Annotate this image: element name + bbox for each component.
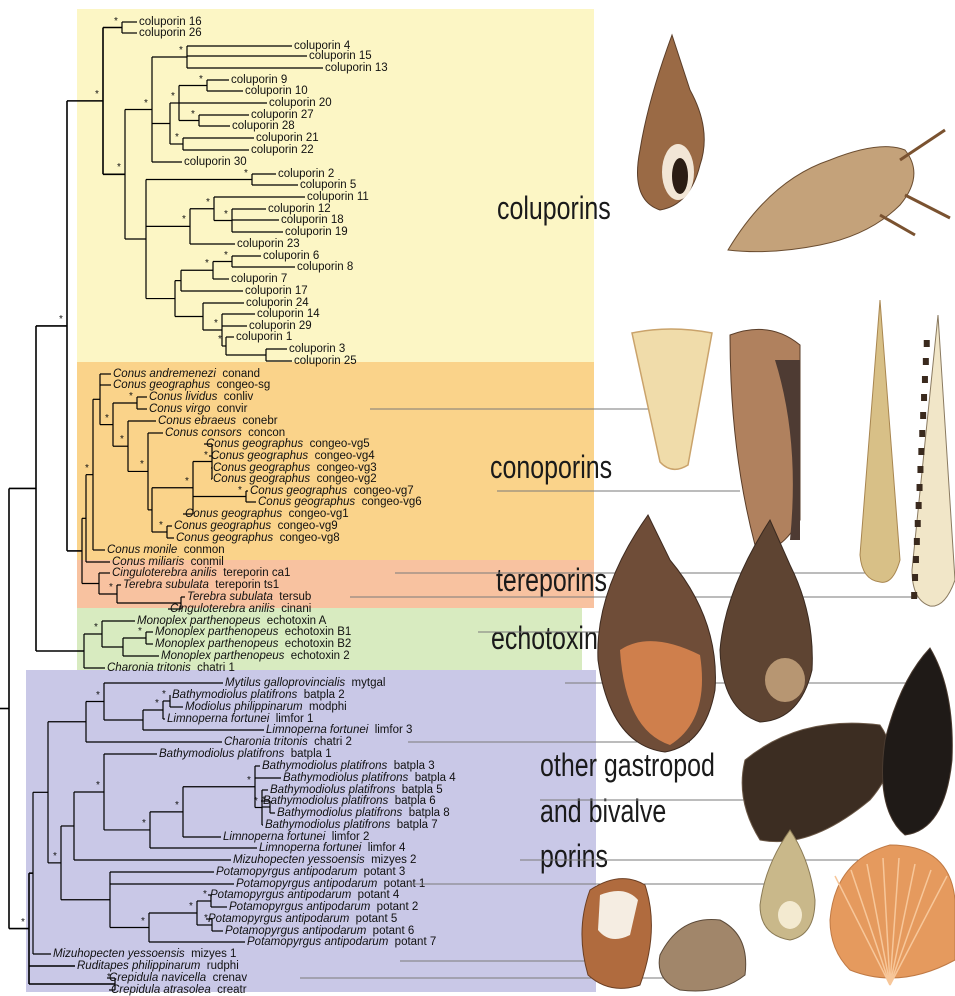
- auger-shell-2-spot: [920, 412, 926, 419]
- auger-shell-2-spot: [915, 520, 921, 527]
- fusiform-snail-live: [728, 147, 914, 252]
- auger-shell-2-spot: [917, 484, 923, 491]
- auger-shell-2-spot: [924, 340, 930, 347]
- auger-shell-2-spot: [918, 448, 924, 455]
- auger-shell-2-spot: [916, 502, 922, 509]
- cone-shell-plain: [632, 329, 712, 469]
- auger-shell-2-spot: [919, 430, 925, 437]
- auger-shell-2-spot: [911, 592, 917, 599]
- auger-shell-2-spot: [913, 556, 919, 563]
- auger-shell-2-spot: [922, 376, 928, 383]
- mud-snail-shell-aperture: [778, 901, 802, 929]
- mussel-shell-1: [742, 723, 890, 841]
- mussel-shell-2: [883, 648, 953, 835]
- auger-shell-2-spot: [914, 538, 920, 545]
- auger-shell-1: [860, 300, 900, 582]
- fusiform-whelk-shell-opening: [672, 158, 688, 194]
- auger-shell-2-spot: [923, 358, 929, 365]
- auger-shell-2-spot: [912, 574, 918, 581]
- auger-shell-2-spot: [917, 466, 923, 473]
- auger-shell-2-spot: [921, 394, 927, 401]
- clam-shell: [659, 919, 746, 991]
- hairy-triton-shell-aperture: [765, 658, 805, 702]
